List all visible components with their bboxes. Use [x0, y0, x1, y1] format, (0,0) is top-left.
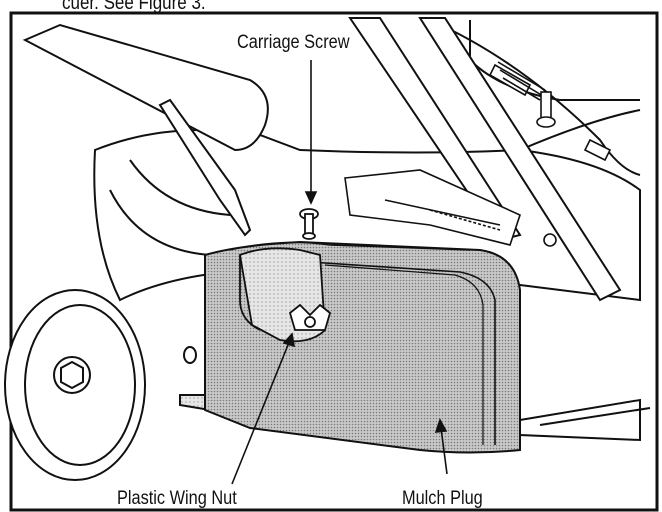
figure-frame: [9, 11, 659, 512]
label-carriage-screw: Carriage Screw: [237, 31, 350, 52]
deck-lower-edge: [179, 394, 651, 442]
mower-handle: [22, 17, 622, 302]
discharge-door-spring: [344, 169, 557, 247]
plastic-wing-nut: [288, 303, 332, 331]
label-mulch-plug: Mulch Plug: [402, 487, 483, 508]
leader-lines: [231, 60, 448, 485]
label-plastic-wing-nut: Plastic Wing Nut: [117, 487, 237, 508]
carriage-screw: [299, 208, 319, 240]
height-adjust-spring: [488, 61, 612, 162]
figure-caption-fragment: cuer. See Figure 3.: [62, 0, 206, 14]
front-wheel: [4, 289, 241, 481]
